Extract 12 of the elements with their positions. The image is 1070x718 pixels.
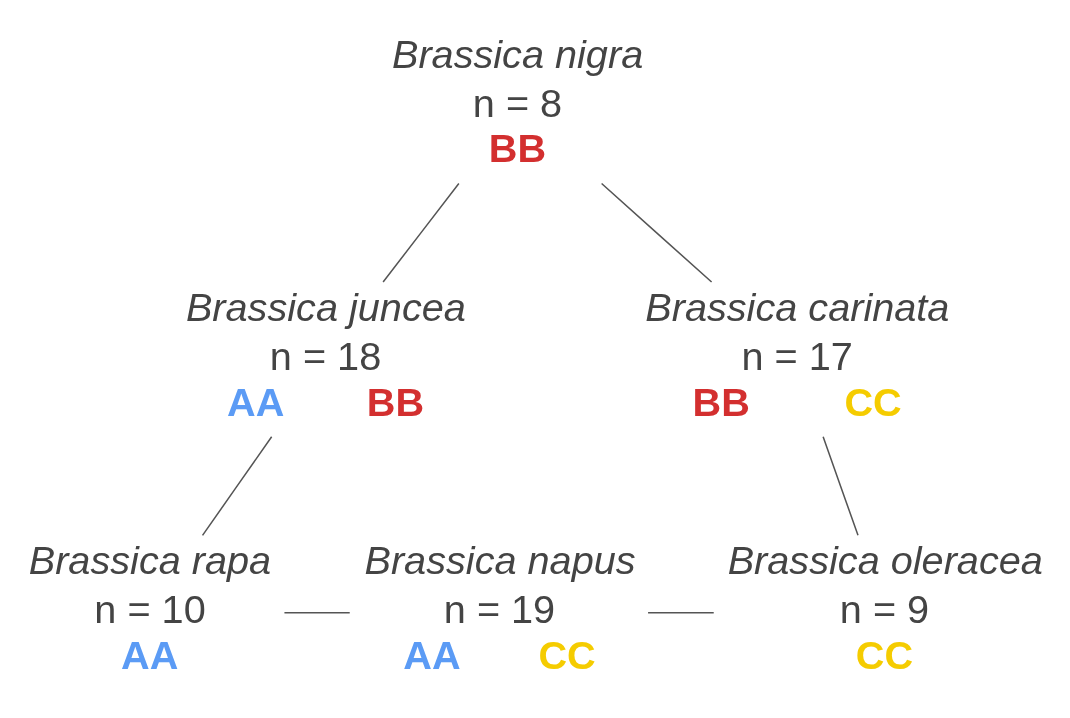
connector [647,611,715,614]
connector [283,611,351,614]
connector [382,182,460,283]
node-text: Brassica nigra n = 8 BB [391,31,644,170]
node-text: Brassica rapa n = 10 AA [28,537,272,677]
connector [822,435,859,536]
node-text: Brassica oleracea n = 9 CC [727,537,1043,677]
node-text: Brassica juncea n = 18 AA BB [185,284,466,424]
node-text: Brassica carinata n = 17 BB CC [645,284,950,424]
connector [600,182,713,283]
connector [201,435,273,536]
node-text: Brassica napus n = 19 AA CC [364,537,636,677]
